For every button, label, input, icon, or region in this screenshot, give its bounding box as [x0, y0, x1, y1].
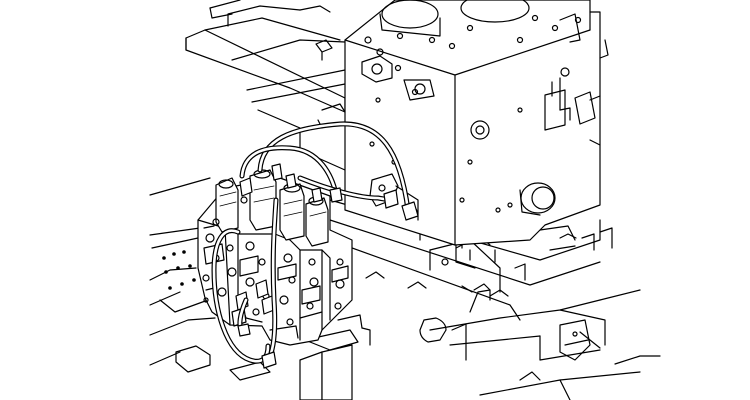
pilot-hose-bundle-icon — [211, 121, 419, 369]
hydraulic-tank-icon — [344, 0, 609, 269]
mounting-bracket-icon — [175, 5, 613, 400]
